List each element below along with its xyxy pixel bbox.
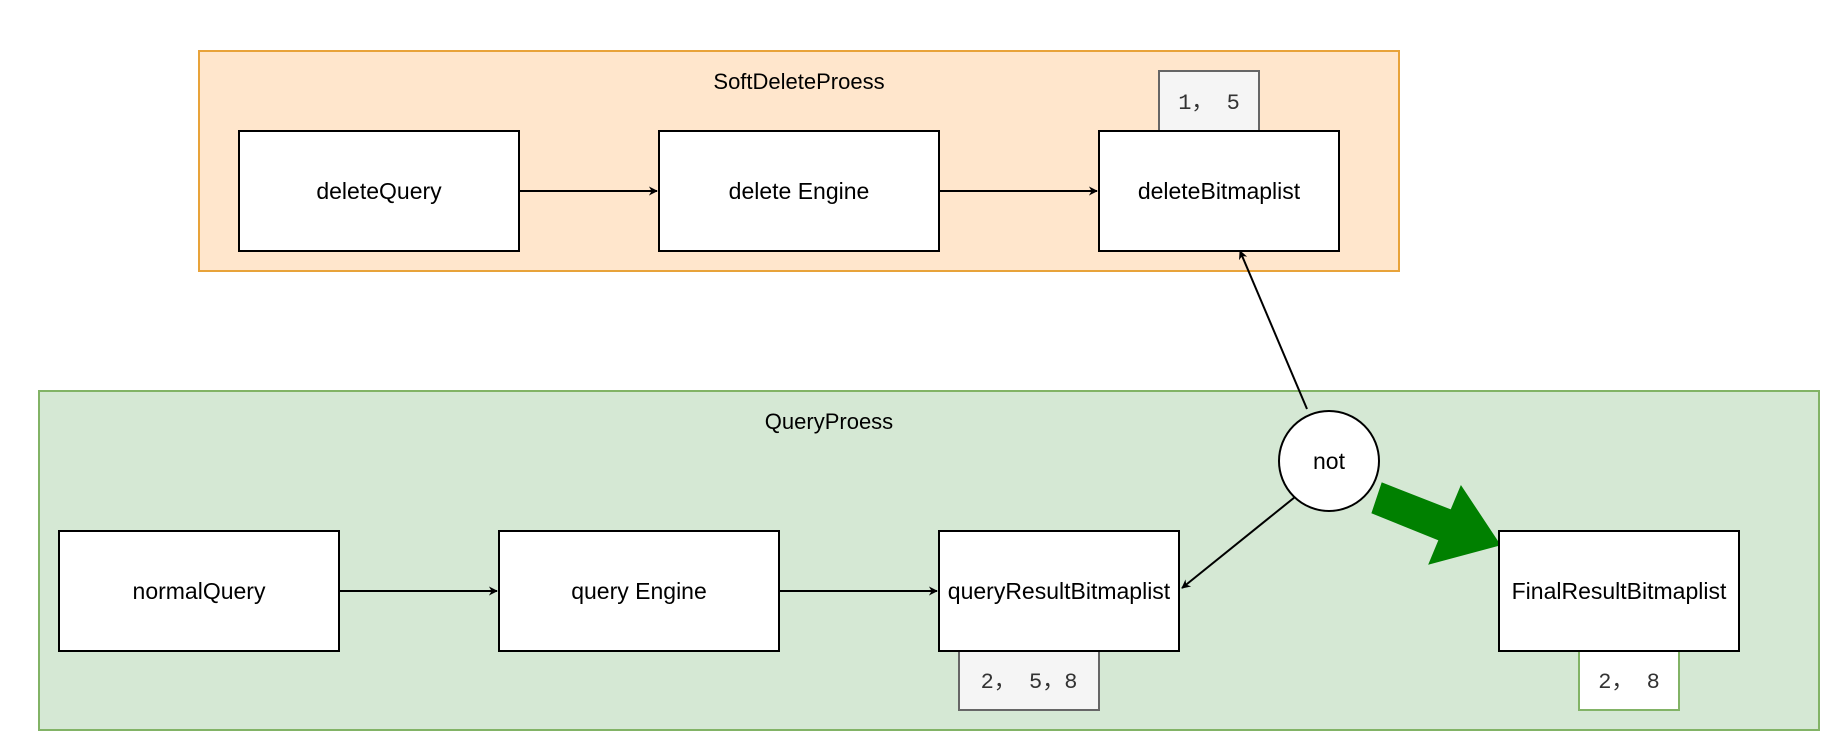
delete-ids-label: 1， 5 [1178, 91, 1240, 116]
edge-not-to-deletebitmaplist [1239, 250, 1308, 410]
soft-delete-process-title: SoftDeleteProess [713, 69, 884, 94]
edge-not-to-queryresultbitmaplist [1181, 496, 1296, 589]
query-result-bitmaplist-label: queryResultBitmaplist [948, 578, 1171, 604]
delete-engine-label: delete Engine [729, 178, 870, 204]
delete-ids-tag: 1， 5 [1158, 70, 1260, 132]
normal-query-node: normalQuery [58, 530, 340, 652]
query-result-bitmaplist-node: queryResultBitmaplist [938, 530, 1180, 652]
normal-query-label: normalQuery [133, 578, 266, 604]
final-result-bitmaplist-label: FinalResultBitmaplist [1512, 578, 1727, 604]
result-arrow [1371, 482, 1501, 565]
delete-query-node: deleteQuery [238, 130, 520, 252]
query-engine-label: query Engine [571, 578, 707, 604]
final-ids-label: 2， 8 [1598, 670, 1660, 695]
query-process-title: QueryProess [765, 409, 893, 434]
query-engine-node: query Engine [498, 530, 780, 652]
not-operator-node: not [1278, 410, 1380, 512]
delete-engine-node: delete Engine [658, 130, 940, 252]
query-ids-tag: 2， 5，8 [958, 648, 1100, 711]
not-operator-label: not [1313, 448, 1346, 474]
delete-bitmaplist-node: deleteBitmaplist [1098, 130, 1340, 252]
query-ids-label: 2， 5，8 [981, 670, 1078, 695]
final-result-bitmaplist-node: FinalResultBitmaplist [1498, 530, 1740, 652]
final-ids-tag: 2， 8 [1578, 648, 1680, 711]
delete-bitmaplist-label: deleteBitmaplist [1138, 178, 1301, 204]
delete-query-label: deleteQuery [316, 178, 442, 204]
